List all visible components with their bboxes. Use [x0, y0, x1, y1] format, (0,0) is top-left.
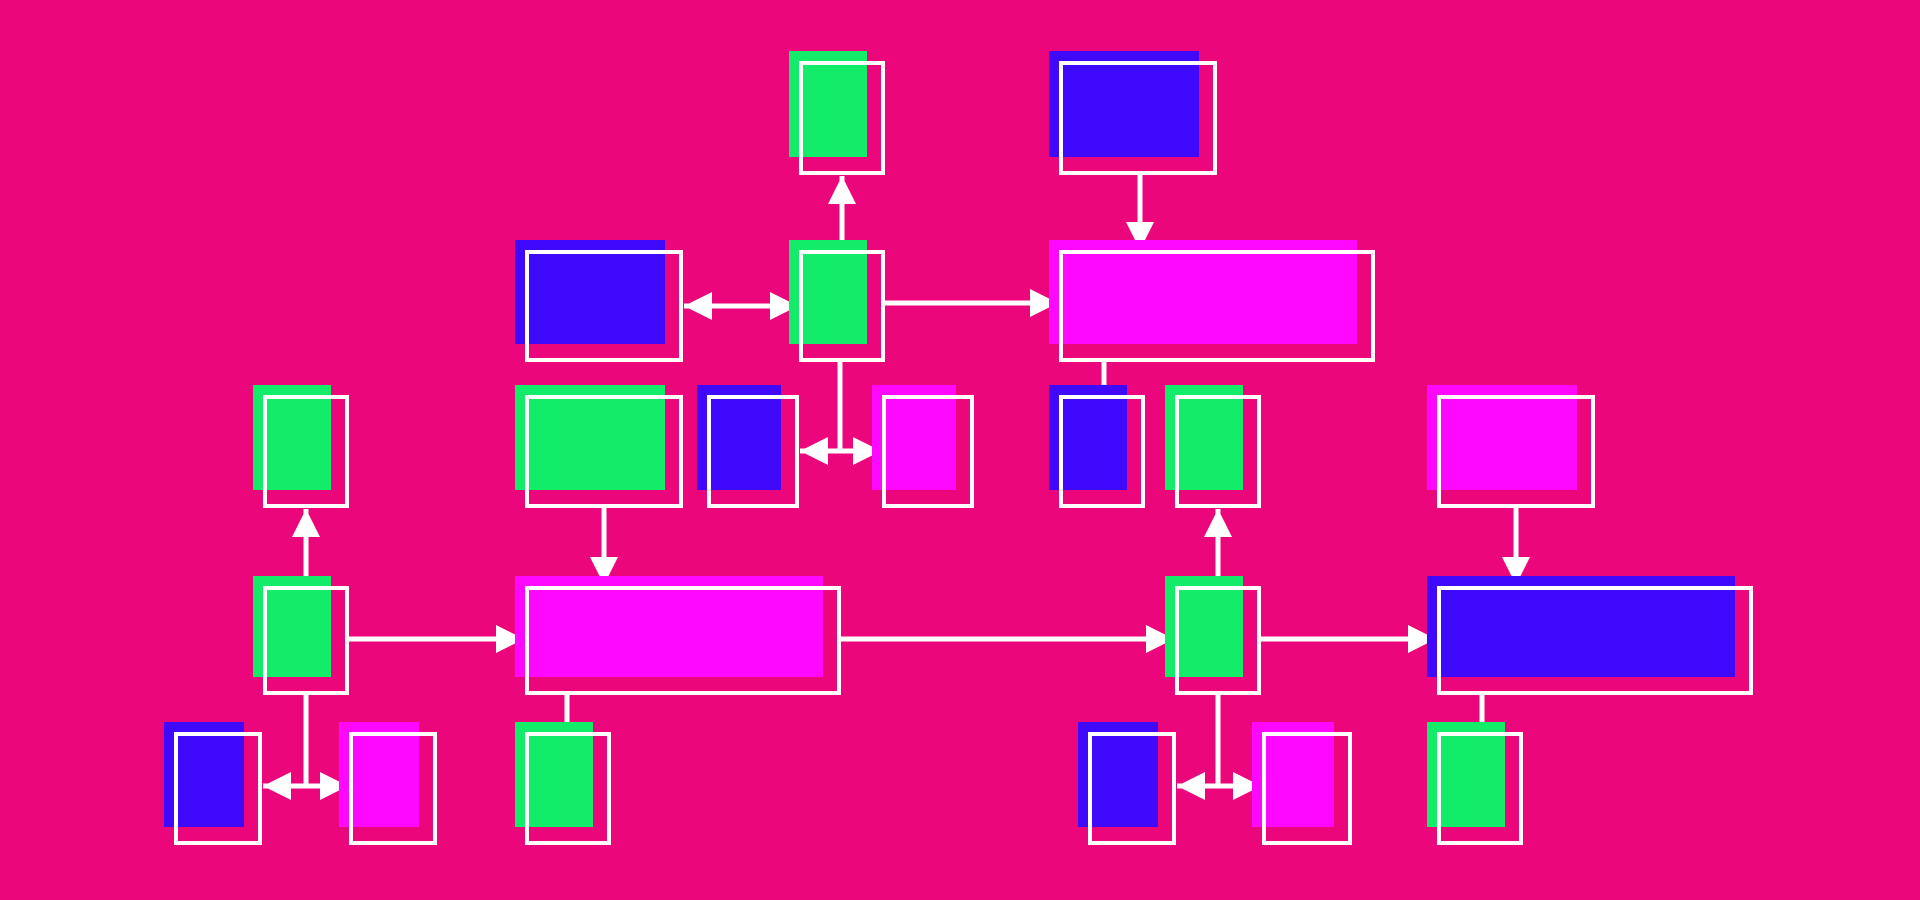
node-mid-blue-a[interactable] — [697, 385, 799, 508]
node-outline — [1262, 732, 1352, 845]
connector-c3 — [684, 292, 798, 320]
node-outline — [1088, 732, 1176, 845]
node-bottom-magenta-a[interactable] — [339, 722, 437, 845]
arrowhead-end — [263, 772, 291, 800]
node-fill — [1427, 385, 1577, 490]
node-mid-green-a[interactable] — [253, 385, 349, 508]
arrowhead-end — [1177, 772, 1205, 800]
node-outline — [263, 395, 349, 508]
arrowhead-end — [590, 557, 618, 585]
node-outline — [525, 586, 841, 695]
node-outline — [1437, 586, 1753, 695]
node-outline — [525, 250, 683, 362]
connector-c11 — [1502, 506, 1530, 585]
node-lower-magenta-wide[interactable] — [515, 576, 841, 695]
node-lower-hub-green-a[interactable] — [253, 576, 349, 695]
node-mid-green-b[interactable] — [515, 385, 683, 508]
node-outline — [1059, 61, 1217, 175]
connector-c14 — [1259, 625, 1436, 653]
node-mid-magenta-a[interactable] — [872, 385, 974, 508]
node-bottom-blue-b[interactable] — [1078, 722, 1176, 845]
arrowhead-end — [1030, 289, 1058, 317]
node-bottom-magenta-b[interactable] — [1252, 722, 1352, 845]
node-fill — [515, 576, 823, 677]
node-mid-green-c[interactable] — [1165, 385, 1261, 508]
arrowhead-end — [828, 176, 856, 204]
node-outline — [525, 395, 683, 508]
node-top-green[interactable] — [789, 51, 885, 175]
connector-c12 — [347, 625, 524, 653]
node-fill — [515, 385, 665, 490]
arrowhead-end — [1502, 557, 1530, 585]
node-bottom-green-b[interactable] — [1427, 722, 1523, 845]
node-bottom-blue-a[interactable] — [164, 722, 262, 845]
arrowhead-end — [1233, 772, 1261, 800]
arrowhead-end — [853, 437, 881, 465]
node-outline — [1175, 586, 1261, 695]
arrowhead-end — [1126, 222, 1154, 250]
arrowhead-end — [292, 509, 320, 537]
node-lower-hub-green-b[interactable] — [1165, 576, 1261, 695]
node-mid-magenta-b[interactable] — [1427, 385, 1595, 508]
node-outline — [1437, 732, 1523, 845]
nodes-layer — [164, 51, 1753, 845]
node-outline — [1437, 395, 1595, 508]
connector-c2 — [1126, 173, 1154, 250]
node-outline — [1175, 395, 1261, 508]
node-top-blue[interactable] — [1049, 51, 1217, 175]
arrowhead-end — [1204, 509, 1232, 537]
node-outline — [1059, 395, 1145, 508]
node-upper-hub-green[interactable] — [789, 240, 885, 362]
node-outline — [1059, 250, 1375, 362]
node-outline — [799, 250, 885, 362]
node-bottom-green-a[interactable] — [515, 722, 611, 845]
node-outline — [882, 395, 974, 508]
node-fill — [515, 240, 665, 344]
node-mid-blue-b[interactable] — [1049, 385, 1145, 508]
arrowhead-end — [770, 292, 798, 320]
arrowhead-end — [320, 772, 348, 800]
node-lower-blue-wide[interactable] — [1427, 576, 1753, 695]
node-upper-left-blue[interactable] — [515, 240, 683, 362]
connector-c4 — [883, 289, 1058, 317]
node-outline — [174, 732, 262, 845]
node-outline — [263, 586, 349, 695]
connector-c1 — [828, 176, 856, 252]
node-outline — [799, 61, 885, 175]
connector-c8 — [292, 509, 320, 588]
connector-c13 — [839, 625, 1174, 653]
node-fill — [1049, 51, 1199, 157]
node-fill — [1427, 576, 1735, 677]
arrowhead-end — [800, 437, 828, 465]
arrowhead-end — [1146, 625, 1174, 653]
node-outline — [349, 732, 437, 845]
connector-c9 — [590, 506, 618, 585]
arrowhead-end — [496, 625, 524, 653]
node-upper-magenta-wide[interactable] — [1049, 240, 1375, 362]
node-fill — [1049, 240, 1357, 344]
connector-c10 — [1204, 509, 1232, 588]
arrowhead-end — [1408, 625, 1436, 653]
node-outline — [525, 732, 611, 845]
arrowhead-start — [684, 292, 712, 320]
node-outline — [707, 395, 799, 508]
